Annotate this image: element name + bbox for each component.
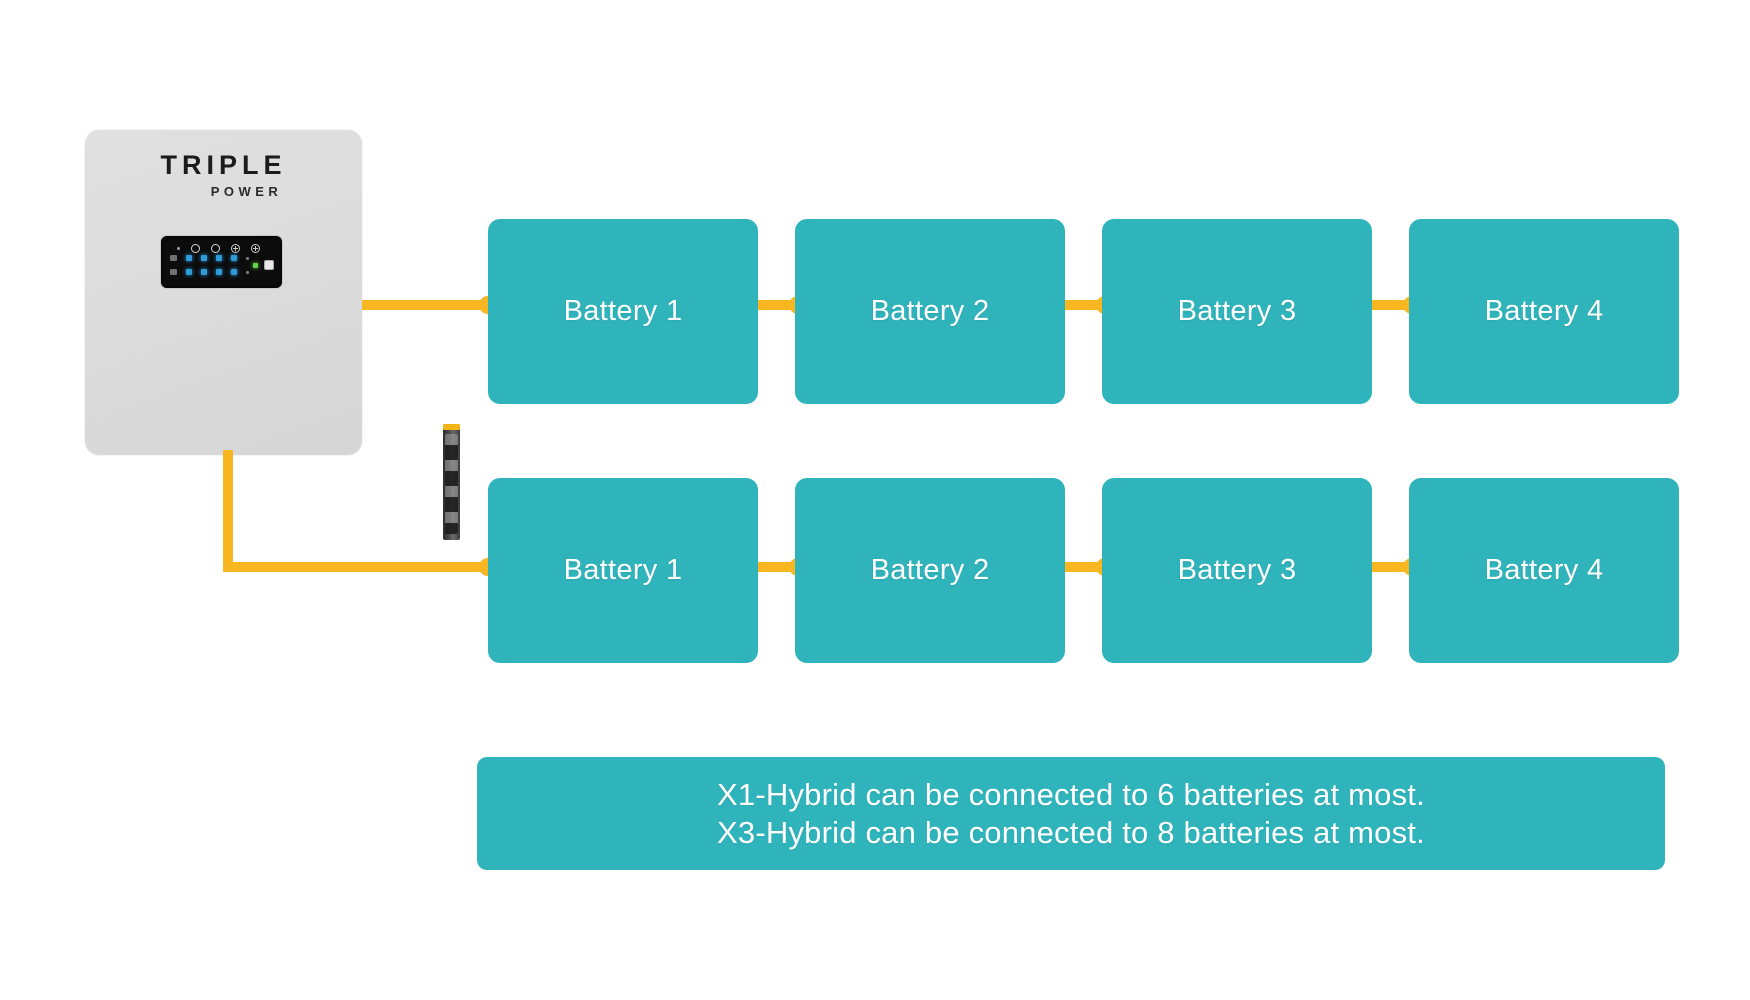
inverter-unit[interactable]: TRIPLE POWER [85,130,460,540]
connector-ribs [445,434,458,534]
led-indicator [186,255,192,261]
battery-row1-item-2[interactable]: Battery 2 [795,219,1065,404]
capacity-note-line-1: X1-Hybrid can be connected to 6 batterie… [717,776,1425,812]
led-indicator [246,256,249,260]
led-indicator [246,270,249,274]
cable-row1-b3-b4 [1362,300,1412,310]
battery-label: Battery 3 [1177,554,1297,586]
cable-inverter-to-row2 [223,562,493,572]
connector-cap [443,424,460,430]
battery-row2-item-3[interactable]: Battery 3 [1102,478,1372,663]
led-indicator [231,269,237,275]
dot-icon [177,247,180,250]
cable-row2-b2-b3 [1055,562,1105,572]
led-row-label-icon [170,255,177,261]
power-led-icon [253,262,258,268]
led-indicator [201,255,207,261]
battery-label: Battery 1 [563,554,683,586]
grid-icon [231,244,240,253]
error-icon [251,244,260,253]
wifi-icon [191,244,200,253]
battery-label: Battery 4 [1484,295,1604,327]
led-indicator [216,269,222,275]
led-row-label-icon [170,269,177,275]
signal-icon [211,244,220,253]
led-indicator [186,269,192,275]
cable-row2-b3-b4 [1362,562,1412,572]
capacity-note-banner: X1-Hybrid can be connected to 6 batterie… [477,757,1665,870]
led-row-2 [170,269,249,275]
battery-label: Battery 2 [870,295,990,327]
battery-label: Battery 1 [563,295,683,327]
led-indicator [201,269,207,275]
led-status-panel[interactable] [161,236,282,288]
inverter-brand-logo: TRIPLE POWER [85,150,362,199]
led-indicator [231,255,237,261]
battery-row1-item-3[interactable]: Battery 3 [1102,219,1372,404]
cable-row1-b1-b2 [748,300,798,310]
battery-row1-item-1[interactable]: Battery 1 [488,219,758,404]
battery-row2-item-1[interactable]: Battery 1 [488,478,758,663]
battery-row2-item-4[interactable]: Battery 4 [1409,478,1679,663]
panel-icon-strip [177,244,260,253]
led-indicator [216,255,222,261]
cable-inverter-to-row1 [362,300,492,310]
side-battery-connector[interactable] [443,424,460,540]
battery-row2-item-2[interactable]: Battery 2 [795,478,1065,663]
battery-label: Battery 3 [1177,295,1297,327]
battery-label: Battery 4 [1484,554,1604,586]
cable-row2-b1-b2 [748,562,798,572]
cable-row1-b2-b3 [1055,300,1105,310]
led-row-1 [170,255,249,261]
reset-button[interactable] [264,260,274,270]
cable-inverter-down-segment [223,450,233,572]
capacity-note-line-2: X3-Hybrid can be connected to 8 batterie… [717,814,1425,850]
battery-label: Battery 2 [870,554,990,586]
logo-power-text: POWER [210,184,283,199]
panel-right-indicators [253,260,274,270]
battery-row1-item-4[interactable]: Battery 4 [1409,219,1679,404]
logo-triple-text: TRIPLE [160,150,287,180]
